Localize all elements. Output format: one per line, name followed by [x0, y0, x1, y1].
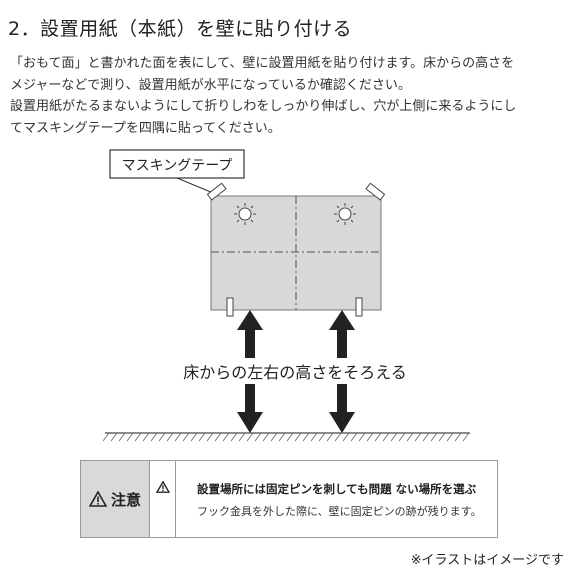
caution-box: 注意 設置場所には固定ピンを刺しても問題 ない場所を選ぶ フック金具を外した際に…: [80, 460, 498, 538]
tape-piece-bottom-right: [355, 297, 363, 317]
floor-line: [102, 432, 470, 442]
height-arrow-left: [237, 310, 263, 433]
height-arrow-right: [329, 310, 355, 433]
tape-piece-top-right: [365, 182, 386, 201]
hole-marker-icon: [234, 203, 256, 225]
caution-label-cell: 注意: [81, 461, 150, 537]
tape-piece-top-left: [206, 182, 227, 201]
instruction-line: メジャーなどで測り、設置用紙が水平になっているか確認ください。: [10, 77, 411, 93]
masking-tape-label: マスキングテープ: [122, 158, 233, 174]
instruction-line: 設置用紙がたるまないようにして折りしわをしっかり伸ばし、穴が上側に来るようにし: [10, 99, 517, 114]
caution-heading: 設置場所には固定ピンを刺しても問題 ない場所を選ぶ: [197, 482, 477, 496]
instruction-line: 「おもて面」と書かれた面を表にして、壁に設置用紙を貼り付けます。床からの高さを: [10, 56, 515, 71]
height-label: 床からの左右の高さをそろえる: [183, 363, 407, 382]
masking-tape-callout: マスキングテープ: [109, 149, 245, 196]
instruction-paragraph: 「おもて面」と書かれた面を表にして、壁に設置用紙を貼り付けます。床からの高さを …: [10, 53, 566, 139]
warning-icon: [155, 481, 170, 493]
instruction-line: てマスキングテープを四隅に貼ってください。: [10, 120, 281, 136]
tape-piece-bottom-left: [226, 297, 234, 317]
caution-icon-cell: [150, 461, 176, 537]
step-title: 2．設置用紙（本紙）を壁に貼り付ける: [8, 18, 353, 40]
hole-marker-icon: [334, 203, 356, 225]
caution-detail: フック金具を外した際に、壁に固定ピンの跡が残ります。: [197, 505, 482, 518]
warning-icon: [88, 491, 107, 507]
illustration-footnote: ※イラストはイメージです: [410, 553, 564, 568]
caution-label: 注意: [110, 490, 141, 509]
